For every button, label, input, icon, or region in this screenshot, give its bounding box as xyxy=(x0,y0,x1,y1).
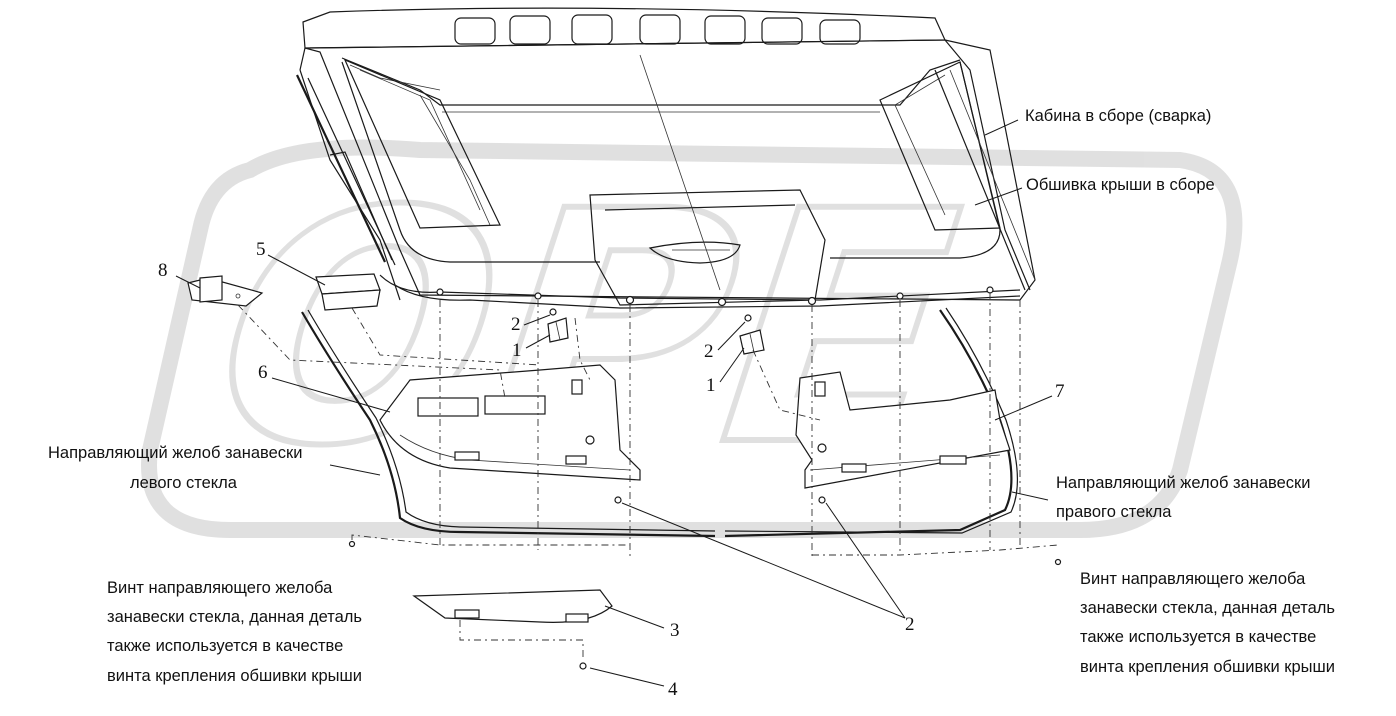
callout-1b: 1 xyxy=(706,375,716,396)
leader-4 xyxy=(589,667,665,687)
callout-2a: 2 xyxy=(511,314,521,335)
label-left-screw-line4: винта крепления обшивки крыши xyxy=(107,667,362,685)
roof-ribs xyxy=(454,14,861,45)
leader-2b xyxy=(717,321,746,351)
left-curtain-guide-rail xyxy=(301,309,716,538)
cab-roof-assembly xyxy=(296,7,1036,309)
leader-5 xyxy=(267,254,326,286)
label-left-guide-line1: Направляющий желоб занавески xyxy=(48,444,302,462)
part-2-screw-lower-left xyxy=(614,496,622,504)
leader-right-guide xyxy=(1011,491,1049,501)
part-3-cover xyxy=(412,589,613,623)
right-rail-screw xyxy=(1054,558,1062,566)
label-left-screw-line2: занавески стекла, данная деталь xyxy=(107,608,362,626)
leader-lines xyxy=(175,119,1053,687)
leader-2c-left xyxy=(621,502,906,619)
callout-4: 4 xyxy=(668,679,678,700)
part-2-screw-center xyxy=(744,314,752,322)
leader-7 xyxy=(994,395,1053,421)
label-right-screw-line4: винта крепления обшивки крыши xyxy=(1080,658,1335,676)
callout-8: 8 xyxy=(158,260,168,281)
label-left-screw-line3: также используется в качестве xyxy=(107,637,343,655)
part-5-box xyxy=(315,273,381,311)
callout-3: 3 xyxy=(670,620,680,641)
leader-6 xyxy=(271,377,391,413)
leader-left-guide xyxy=(329,464,381,476)
label-right-guide-line2: правого стекла xyxy=(1056,503,1172,521)
part-1-clip-left xyxy=(547,317,569,343)
leader-1b xyxy=(719,347,745,383)
label-roof-lining: Обшивка крыши в сборе xyxy=(1026,176,1215,194)
leader-cab xyxy=(984,119,1019,136)
part-1-clip-center xyxy=(739,329,765,355)
leader-1a xyxy=(525,334,551,349)
label-right-screw-line2: занавески стекла, данная деталь xyxy=(1080,599,1335,617)
leader-2c-right xyxy=(825,502,906,619)
watermark-ring xyxy=(141,139,1243,538)
label-left-guide-line2: левого стекла xyxy=(130,474,238,492)
part-8-bracket xyxy=(187,275,264,307)
callout-2b: 2 xyxy=(704,341,714,362)
label-right-screw-line3: также используется в качестве xyxy=(1080,628,1316,646)
callout-5: 5 xyxy=(256,239,266,260)
part-6-left-lining xyxy=(379,364,641,481)
callout-1a: 1 xyxy=(512,340,522,361)
part-4-screw xyxy=(579,662,587,670)
callout-6: 6 xyxy=(258,362,268,383)
label-right-screw-line1: Винт направляющего желоба xyxy=(1080,570,1306,588)
part-2-screw-left xyxy=(549,308,557,316)
assembly-dashed-lines xyxy=(237,292,1059,660)
watermark-logo: ОРЕ xyxy=(141,139,1243,538)
part-7-right-lining xyxy=(795,371,1011,489)
label-right-guide-line1: Направляющий желоб занавески xyxy=(1056,474,1310,492)
left-rail-screw xyxy=(348,540,356,548)
callout-7: 7 xyxy=(1055,381,1065,402)
label-left-screw-line1: Винт направляющего желоба xyxy=(107,579,333,597)
leader-8 xyxy=(175,275,201,289)
leader-3 xyxy=(604,605,665,629)
label-cab-assembly: Кабина в сборе (сварка) xyxy=(1025,107,1211,125)
roof-fasteners xyxy=(436,286,994,307)
leader-2a xyxy=(523,314,551,326)
callout-2c: 2 xyxy=(905,614,915,635)
leader-roof-lining xyxy=(974,187,1023,206)
part-2-screw-lower-right xyxy=(818,496,826,504)
